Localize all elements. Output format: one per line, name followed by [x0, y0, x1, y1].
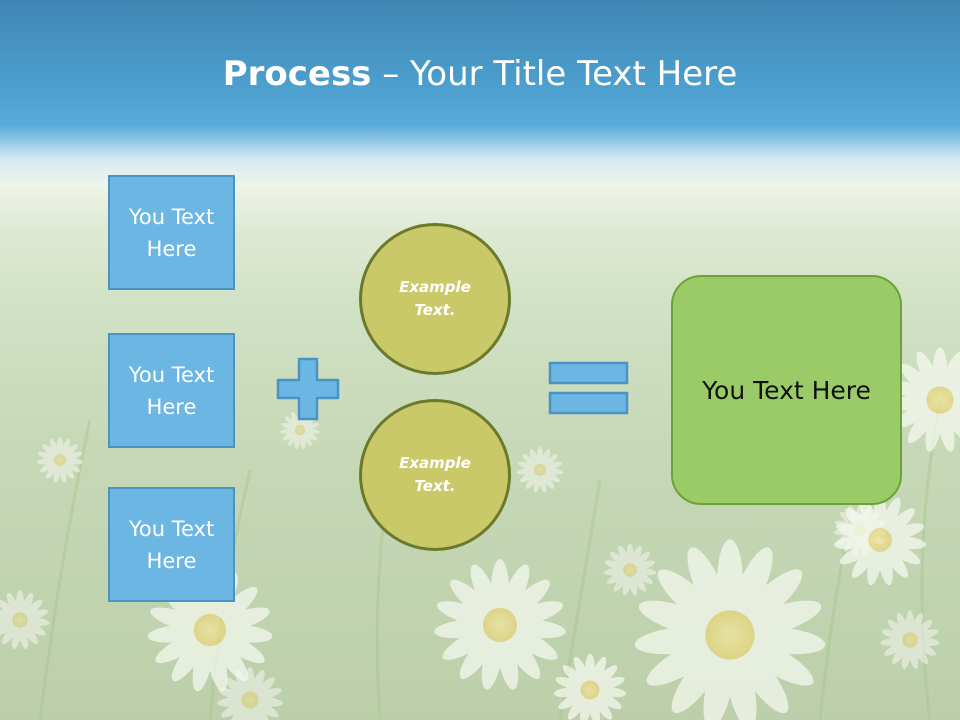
input-box-3-label: You Text Here — [128, 516, 215, 573]
equals-icon — [548, 361, 629, 415]
circle-step-2[interactable]: Example Text. — [359, 399, 511, 551]
input-box-2-label: You Text Here — [128, 362, 215, 419]
circle-step-2-label: Example Text. — [399, 454, 471, 495]
circle-step-1[interactable]: Example Text. — [359, 223, 511, 375]
input-box-2[interactable]: You Text Here — [108, 333, 235, 448]
input-box-1[interactable]: You Text Here — [108, 175, 235, 290]
slide-title-rest: – Your Title Text Here — [371, 54, 738, 94]
circle-step-1-label: Example Text. — [399, 278, 471, 319]
input-box-1-label: You Text Here — [128, 204, 215, 261]
result-box[interactable]: You Text Here — [671, 275, 902, 505]
result-box-label: You Text Here — [702, 375, 871, 405]
input-box-3[interactable]: You Text Here — [108, 487, 235, 602]
plus-icon — [276, 357, 340, 421]
slide-title-bold: Process — [222, 54, 372, 94]
slide-title: Process – Your Title Text Here — [0, 52, 960, 96]
